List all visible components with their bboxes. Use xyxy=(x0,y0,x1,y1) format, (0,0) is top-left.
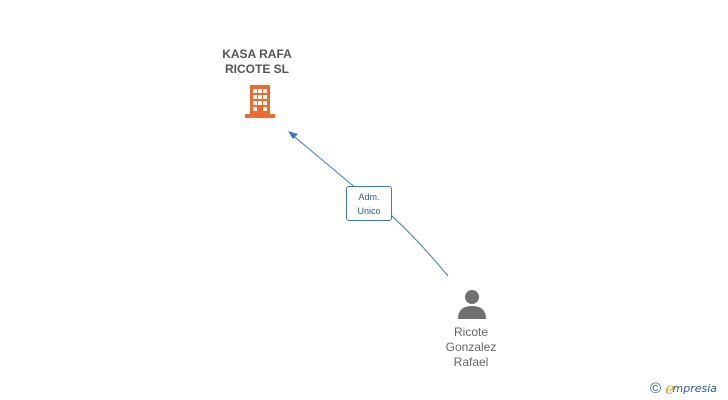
copyright-icon: © xyxy=(650,380,662,397)
edge-arrowhead xyxy=(288,131,298,139)
relationship-label-line: Unico xyxy=(357,206,381,216)
person-name-line: Rafael xyxy=(453,355,489,369)
company-name-line: KASA RAFA xyxy=(222,47,292,61)
relationship-label-line: Adm. xyxy=(358,192,380,202)
building-icon[interactable] xyxy=(244,84,276,118)
person-name-line: Gonzalez xyxy=(445,340,497,354)
person-name-line: Ricote xyxy=(453,325,488,339)
brand-footer: © e mpresia xyxy=(650,380,717,398)
person-icon[interactable] xyxy=(456,289,488,319)
brand-name: mpresia xyxy=(672,382,718,395)
company-name-line: RICOTE SL xyxy=(224,62,289,76)
person-name[interactable]: Ricote Gonzalez Rafael xyxy=(420,325,522,370)
relationship-edge xyxy=(289,132,449,277)
company-name[interactable]: KASA RAFA RICOTE SL xyxy=(197,47,317,77)
brand-initial: e xyxy=(665,379,675,398)
relationship-label[interactable]: Adm. Unico xyxy=(346,186,392,221)
empresia-logo[interactable]: e mpresia xyxy=(665,380,717,398)
